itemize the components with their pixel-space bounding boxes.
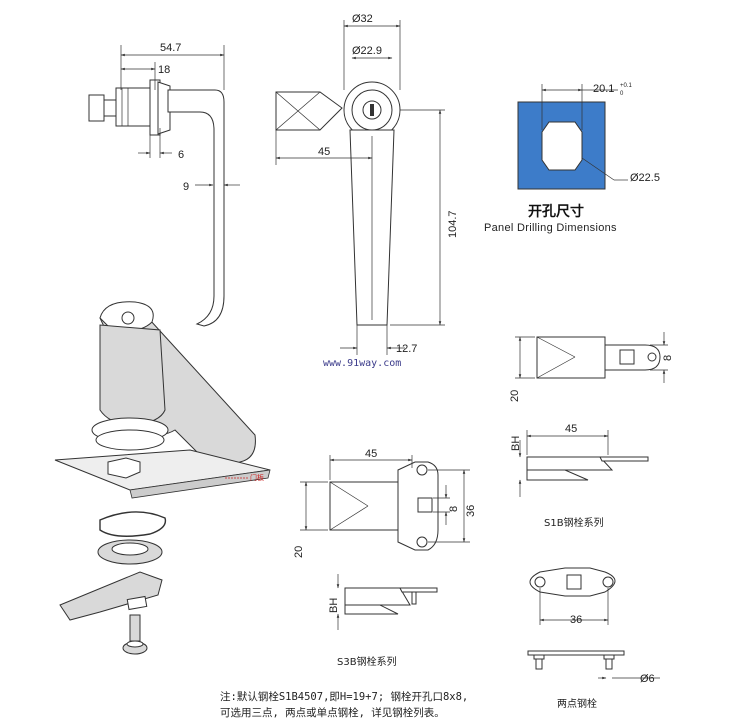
two-point-side xyxy=(527,650,625,656)
s1b-side xyxy=(526,456,614,471)
dim-panel-tol-lower: 0 xyxy=(620,91,624,97)
dim-side-offset-6: 6 xyxy=(178,149,184,161)
watermark: www.91way.com xyxy=(323,358,401,369)
note-line-1: 注:默认钢栓S1B4507,即H=19+7; 钢栓开孔口8x8, xyxy=(220,690,468,703)
s1b-bh-label: BH xyxy=(510,436,522,451)
dim-panel-tol-upper: +0.1 xyxy=(620,83,633,89)
two-point-pin-dia: Ø6 xyxy=(640,673,655,685)
s3b-bh-label: BH xyxy=(328,598,340,613)
panel-cutout-hole xyxy=(541,121,583,171)
door-panel-hole xyxy=(107,457,141,479)
dim-panel-hole-width: 20.1 xyxy=(593,83,614,95)
dim-front-inner-dia: Ø22.9 xyxy=(352,45,382,57)
s3b-length: 45 xyxy=(365,448,377,460)
s1b-height: 20 xyxy=(509,390,521,402)
s3b-hole-spacing: 36 xyxy=(465,505,477,517)
note-line-2: 可选用三点, 两点或单点钢栓, 详见钢栓列表。 xyxy=(220,706,445,719)
exploded-screw xyxy=(129,614,141,642)
s1b-plate xyxy=(536,336,606,379)
exploded-view: 门板 xyxy=(54,301,271,655)
dim-front-handle-height: 104.7 xyxy=(447,210,459,238)
s3b-side xyxy=(344,587,411,606)
s3b-caption: S3B钢栓系列 xyxy=(337,655,397,668)
panel-cutout-title-cn: 开孔尺寸 xyxy=(528,203,584,220)
two-point-bolt: 36 Ø6 两点钢栓 xyxy=(527,567,660,710)
side-stud-nut xyxy=(88,94,105,122)
s1b-series: 20 8 45 BH S1B钢栓系列 xyxy=(509,332,674,529)
exploded-keyhole-icon xyxy=(121,311,135,325)
side-handle xyxy=(167,89,225,327)
front-cam xyxy=(275,91,343,131)
panel-cutout-title-en: Panel Drilling Dimensions xyxy=(484,222,617,234)
dim-front-handle-width: 12.7 xyxy=(396,343,417,355)
s3b-height: 20 xyxy=(293,546,305,558)
side-stud xyxy=(103,99,117,117)
s1b-length: 45 xyxy=(565,423,577,435)
dim-front-cam-length: 45 xyxy=(318,146,330,158)
dim-side-total-width: 54.7 xyxy=(160,42,181,54)
dim-side-flange-width: 18 xyxy=(158,64,170,76)
exploded-cam xyxy=(59,571,163,621)
two-point-hole-spacing: 36 xyxy=(570,614,582,626)
s3b-slot-width: 8 xyxy=(448,506,460,512)
front-view: Ø32 Ø22.9 45 104.7 12.7 xyxy=(275,13,459,355)
spring-clip xyxy=(99,511,167,537)
dim-front-outer-dia: Ø32 xyxy=(352,13,373,25)
panel-cutout: 20.1 +0.1 0 Ø22.5 开孔尺寸 Panel Drilling Di… xyxy=(484,83,660,234)
dim-panel-hole-dia: Ø22.5 xyxy=(630,172,660,184)
side-view: 54.7 18 6 9 xyxy=(88,42,240,327)
s1b-slot-width: 8 xyxy=(662,355,674,361)
two-point-caption: 两点钢栓 xyxy=(557,697,597,710)
dim-side-offset-9: 9 xyxy=(183,181,189,193)
s1b-caption: S1B钢栓系列 xyxy=(544,516,604,529)
door-panel-label: 门板 xyxy=(250,473,264,482)
s3b-series: 45 20 8 36 BH S3B钢栓系列 xyxy=(293,448,477,668)
side-body xyxy=(115,87,157,127)
